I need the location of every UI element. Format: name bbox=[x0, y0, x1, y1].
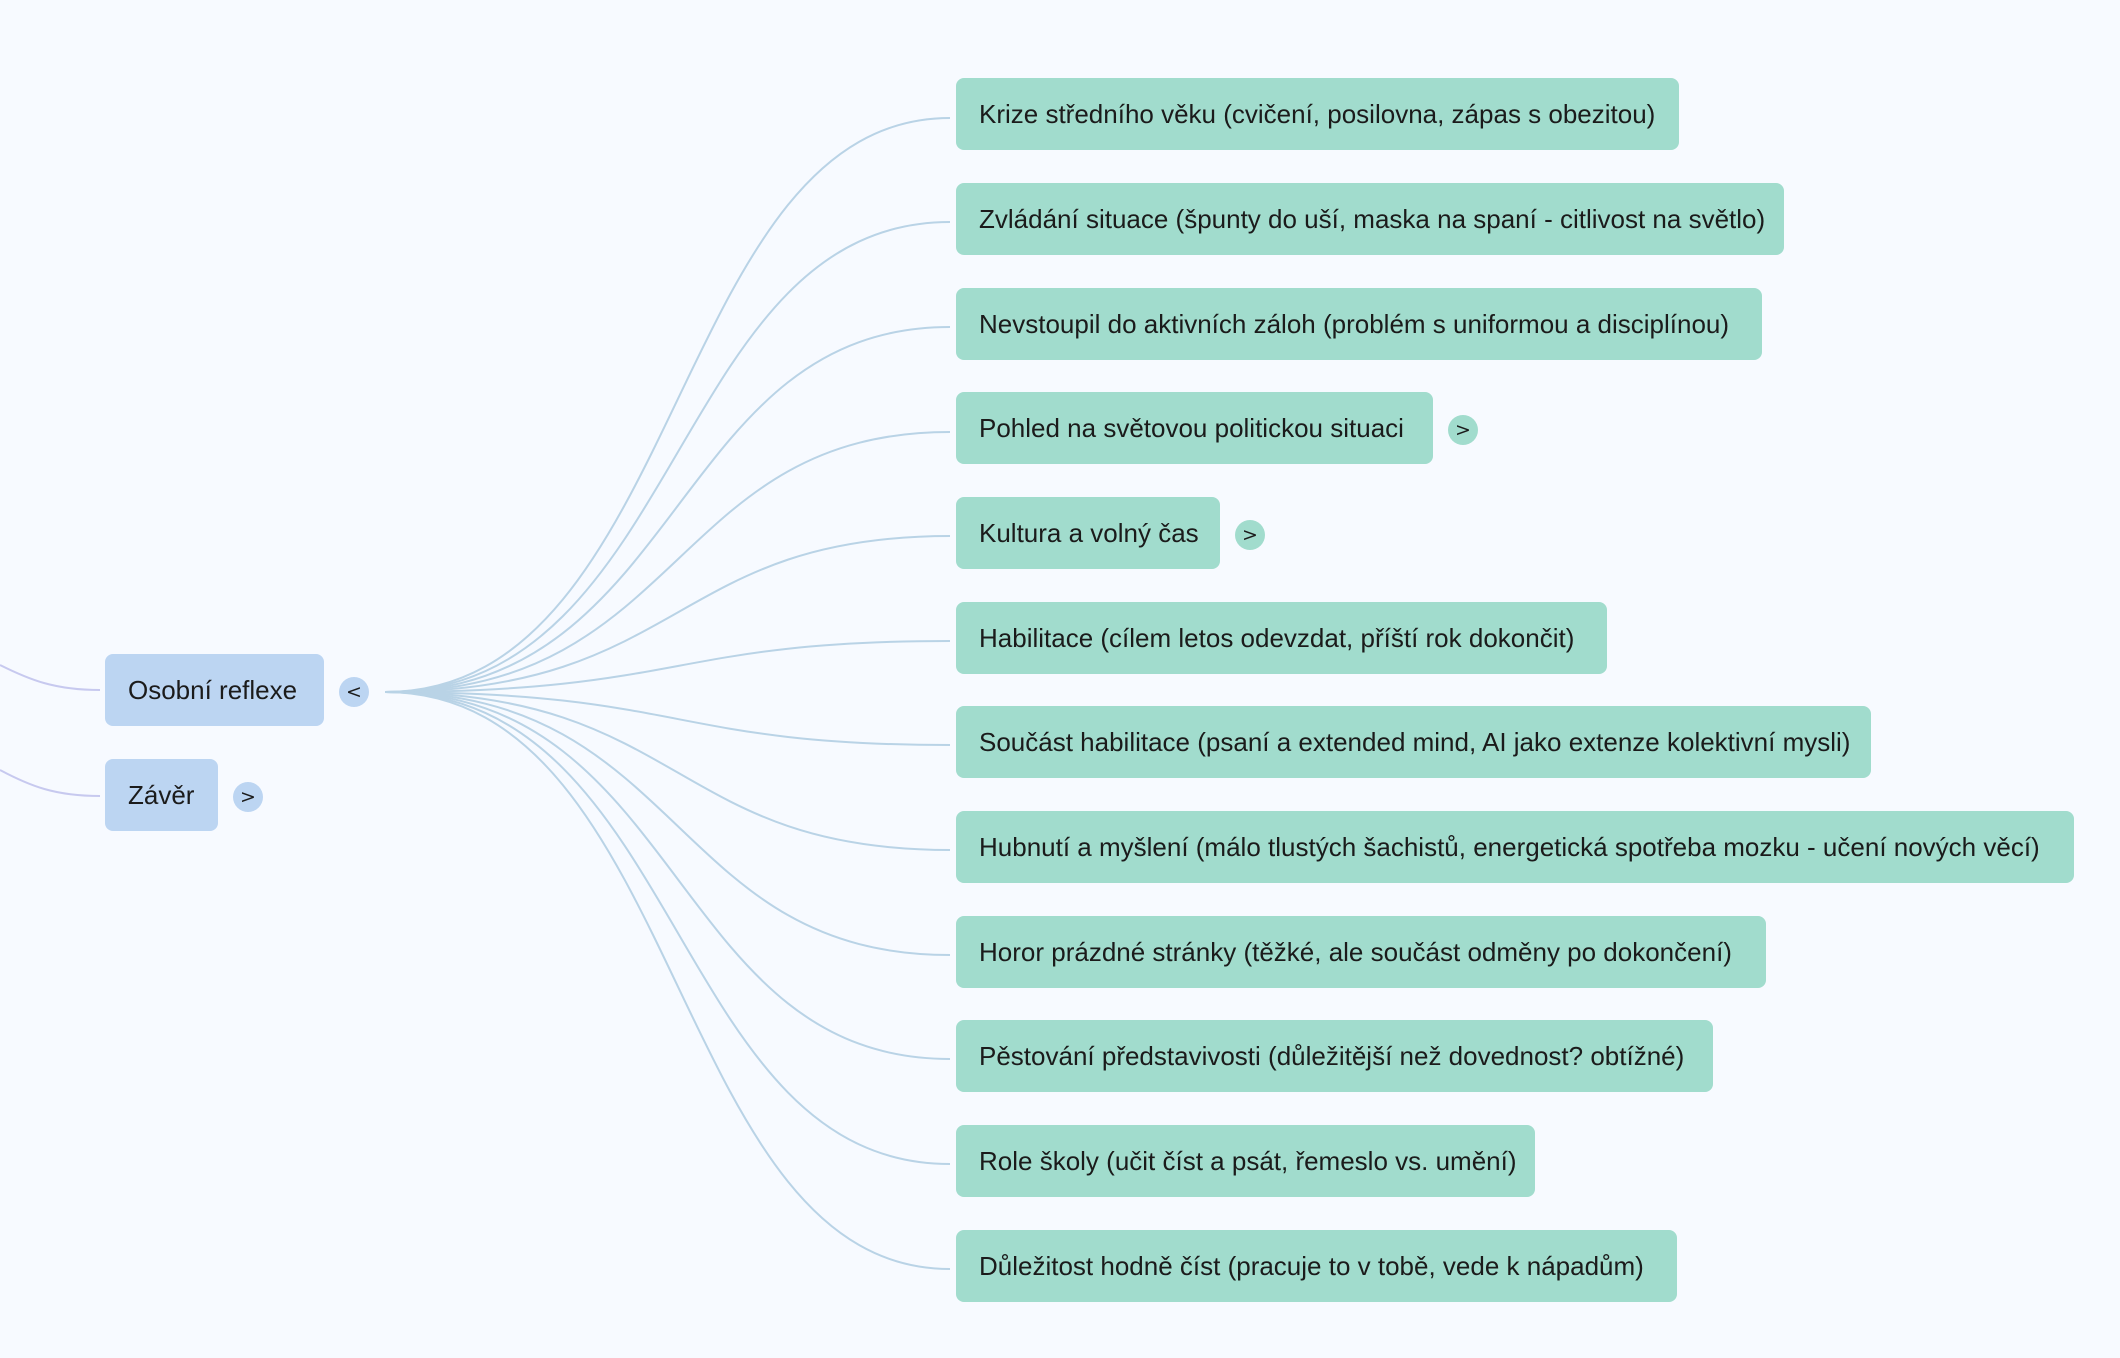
node-osobni-reflexe[interactable]: Osobní reflexe bbox=[105, 654, 324, 726]
collapse-toggle-osobni-reflexe[interactable]: < bbox=[339, 677, 369, 707]
node-zvladani-situace[interactable]: Zvládání situace (špunty do uší, maska n… bbox=[956, 183, 1784, 255]
edge-child bbox=[384, 691, 951, 746]
edge-child bbox=[384, 691, 951, 1060]
edge-child bbox=[384, 691, 951, 851]
node-label: Součást habilitace (psaní a extended min… bbox=[979, 727, 1851, 757]
edge-child bbox=[384, 431, 951, 693]
node-label: Osobní reflexe bbox=[128, 675, 298, 705]
node-label: Hubnutí a myšlení (málo tlustých šachist… bbox=[979, 832, 2040, 862]
expand-toggle-zaver[interactable]: > bbox=[233, 782, 263, 812]
node-label: Pěstování představivosti (důležitější ne… bbox=[979, 1041, 1685, 1071]
edge-parent-zaver bbox=[0, 769, 101, 797]
node-label: Důležitost hodně číst (pracuje to v tobě… bbox=[979, 1251, 1644, 1281]
node-label: Nevstoupil do aktivních záloh (problém s… bbox=[979, 309, 1730, 339]
node-pestovani-predstavivosti[interactable]: Pěstování představivosti (důležitější ne… bbox=[956, 1020, 1713, 1092]
edge-child bbox=[384, 535, 951, 693]
node-pohled-na-politickou-situaci[interactable]: Pohled na světovou politickou situaci bbox=[956, 392, 1433, 464]
node-habilitace[interactable]: Habilitace (cílem letos odevzdat, příští… bbox=[956, 602, 1607, 674]
node-horor-prazdne-stranky[interactable]: Horor prázdné stránky (těžké, ale součás… bbox=[956, 916, 1766, 988]
edge-child bbox=[384, 691, 951, 956]
node-dulezitost-hodne-cist[interactable]: Důležitost hodně číst (pracuje to v tobě… bbox=[956, 1230, 1677, 1302]
node-soucast-habilitace[interactable]: Součást habilitace (psaní a extended min… bbox=[956, 706, 1871, 778]
edge-child bbox=[384, 117, 951, 693]
node-label: Krize středního věku (cvičení, posilovna… bbox=[979, 99, 1656, 129]
node-label: Role školy (učit číst a psát, řemeslo vs… bbox=[979, 1146, 1517, 1176]
edge-child bbox=[384, 640, 951, 693]
node-label: Kultura a volný čas bbox=[979, 518, 1199, 548]
node-nevstoupil-do-zaloh[interactable]: Nevstoupil do aktivních záloh (problém s… bbox=[956, 288, 1762, 360]
expand-toggle-kultura[interactable]: > bbox=[1235, 520, 1265, 550]
node-hubnuti-a-mysleni[interactable]: Hubnutí a myšlení (málo tlustých šachist… bbox=[956, 811, 2074, 883]
node-label: Horor prázdné stránky (těžké, ale součás… bbox=[979, 937, 1732, 967]
expand-toggle-politicka-situace[interactable]: > bbox=[1448, 415, 1478, 445]
edge-parent-osobni-reflexe bbox=[0, 664, 101, 691]
node-label: Pohled na světovou politickou situaci bbox=[979, 413, 1404, 443]
node-label: Závěr bbox=[128, 780, 195, 810]
node-label: Habilitace (cílem letos odevzdat, příští… bbox=[979, 623, 1575, 653]
edge-child bbox=[384, 221, 951, 693]
node-kultura-a-volny-cas[interactable]: Kultura a volný čas bbox=[956, 497, 1220, 569]
node-zaver[interactable]: Závěr bbox=[105, 759, 218, 831]
node-krize-stredniho-veku[interactable]: Krize středního věku (cvičení, posilovna… bbox=[956, 78, 1679, 150]
edge-child bbox=[384, 691, 951, 1165]
node-role-skoly[interactable]: Role školy (učit číst a psát, řemeslo vs… bbox=[956, 1125, 1535, 1197]
edge-child bbox=[384, 691, 951, 1270]
node-label: Zvládání situace (špunty do uší, maska n… bbox=[979, 204, 1766, 234]
edge-child bbox=[384, 326, 951, 693]
